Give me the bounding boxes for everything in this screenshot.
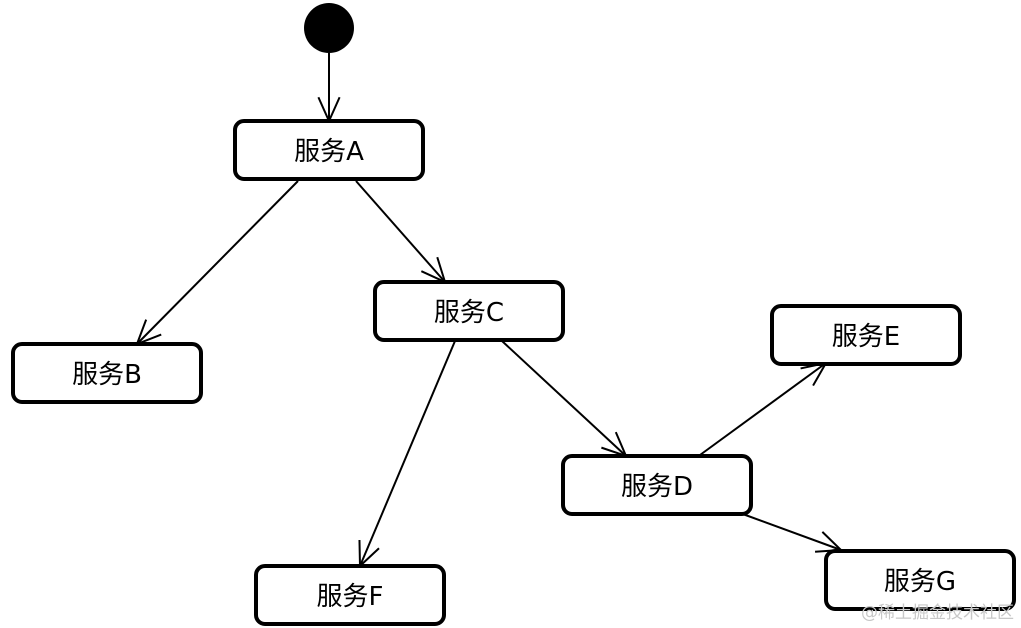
service-node-a: 服务A [233,119,425,181]
service-node-b: 服务B [11,342,203,404]
edge-line [501,340,627,457]
service-node-d: 服务D [561,454,753,516]
initial-state-node [304,3,354,53]
service-node-c: 服务C [373,280,565,342]
watermark-text: @稀土掘金技术社区 [861,603,1014,623]
node-label: 服务A [294,137,364,167]
node-label: 服务F [317,582,384,612]
node-box [233,119,425,181]
edge-c-to-d [501,340,628,458]
edge-c-to-f [358,340,456,569]
node-box [824,549,1016,611]
node-box [770,304,962,366]
edge-a-to-b [135,180,299,346]
edge-a-to-c [355,180,447,284]
node-box [254,564,446,626]
edge-line [359,340,456,567]
service-node-g: 服务G [824,549,1016,611]
edge-line [739,512,842,551]
edge-line [699,362,827,456]
edge-line [136,180,299,345]
node-box [373,280,565,342]
node-box [561,454,753,516]
service-node-e: 服务E [770,304,962,366]
edge-line [355,180,446,283]
node-box [11,342,203,404]
node-label: 服务B [72,360,142,390]
edge-start-to-a [317,53,341,124]
service-node-f: 服务F [254,564,446,626]
node-label: 服务C [434,298,504,328]
edge-d-to-g [739,512,844,553]
node-label: 服务E [832,322,900,352]
edge-d-to-e [699,361,828,456]
node-label: 服务G [884,567,956,597]
node-label: 服务D [621,472,693,502]
